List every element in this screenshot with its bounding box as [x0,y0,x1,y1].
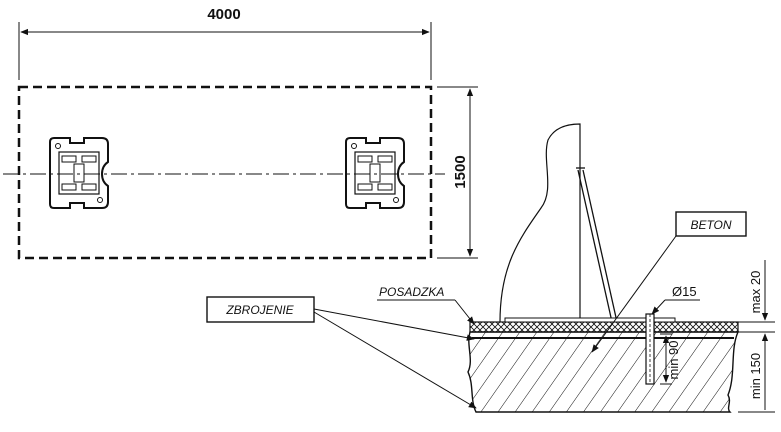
min-90-label: min 90 [666,340,681,379]
base-plate [504,317,676,323]
zbrojenie-callout: ZBROJENIE [206,296,477,409]
dim-min-150: min 150 [748,334,766,410]
dim-min-90: min 90 [660,333,681,385]
concrete-block [467,331,740,413]
plan-view: 4000 1500 [3,6,478,260]
max-20-label: max 20 [748,271,763,314]
foundation-outline [17,85,433,260]
height-dimension: 1500 [437,86,478,259]
support-strut [576,167,618,323]
anchor-bolt [645,313,655,385]
diameter-label: Ø15 [672,284,697,299]
floor-layer [469,321,739,333]
equipment-silhouette [499,123,581,323]
beton-callout: BETON [591,211,747,353]
diameter-callout: Ø15 [651,284,700,315]
posadzka-callout: POSADZKA [377,285,475,325]
posadzka-label: POSADZKA [379,285,444,299]
width-dimension: 4000 [18,6,432,80]
width-label: 4000 [207,6,240,23]
section-view: max 20 min 150 min 90 Ø15 BETON POSA [206,123,775,413]
min-150-label: min 150 [748,353,763,399]
anchor-plate-left [49,137,109,209]
zbrojenie-label: ZBROJENIE [225,303,294,317]
anchor-plate-right [345,137,405,209]
height-label: 1500 [452,155,469,188]
beton-label: BETON [690,218,731,232]
